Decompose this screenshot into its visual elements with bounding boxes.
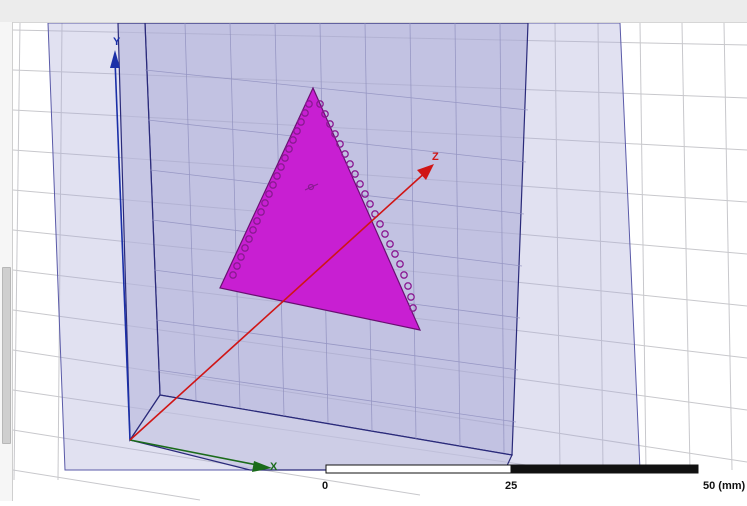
scale-ruler: 0 25 50 (mm) <box>322 464 746 492</box>
title-bar <box>0 0 747 23</box>
x-axis-line <box>129 439 263 467</box>
3d-model-viewport[interactable]: Y X Z 0 25 50 (mm) <box>13 23 747 501</box>
z-axis-arrow-icon <box>417 164 434 180</box>
feed-point-icon <box>304 183 319 191</box>
left-panel-edge <box>0 22 13 501</box>
coordinate-axes: Y X Z <box>110 36 439 473</box>
z-axis-label: Z <box>432 151 439 163</box>
y-axis-arrow-icon <box>110 50 120 68</box>
x-axis-label: X <box>270 461 278 473</box>
via-row-left <box>229 100 313 279</box>
scrollbar-handle[interactable] <box>2 267 11 444</box>
ruler-tick-50: 50 (mm) <box>703 480 746 492</box>
y-axis-line <box>114 59 131 441</box>
substrate-bottom-face <box>129 394 513 471</box>
x-axis-arrow-icon <box>252 461 272 472</box>
viewport-canvas: Y X Z 0 25 50 (mm) <box>13 23 747 501</box>
ruler-tick-25: 25 <box>505 480 517 492</box>
triangle-patch[interactable] <box>219 86 422 331</box>
z-axis-line <box>129 169 429 441</box>
y-axis-label: Y <box>113 36 121 48</box>
ruler-tick-0: 0 <box>322 480 328 492</box>
